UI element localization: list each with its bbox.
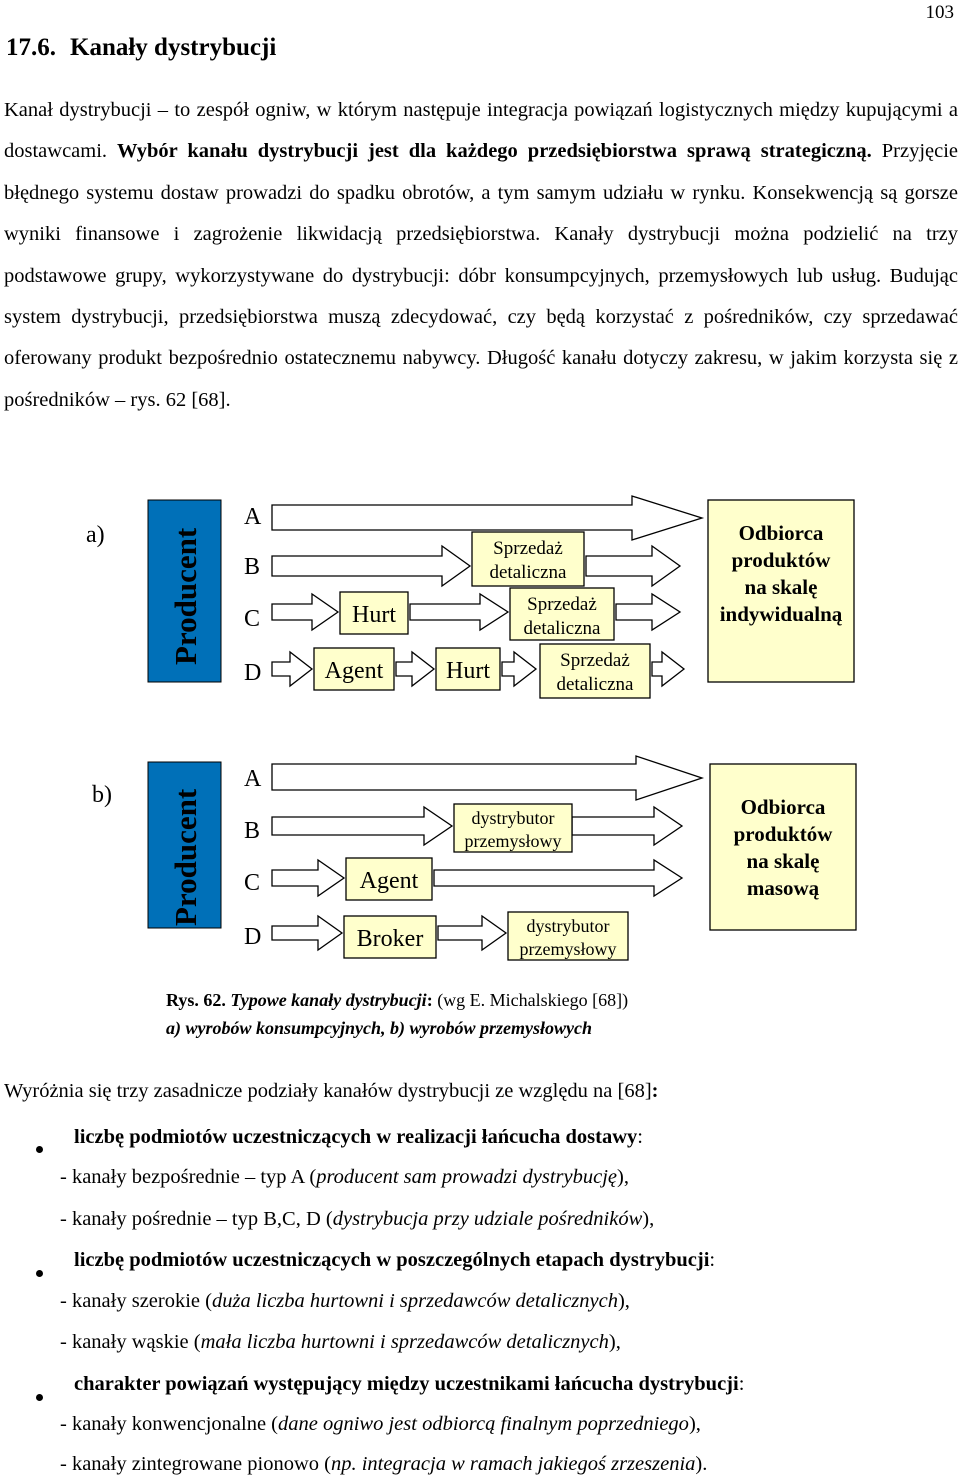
distributor-2-line2: przemysłowy xyxy=(520,939,617,959)
target-a-line3: na skalę xyxy=(745,575,818,599)
row-b-label: B xyxy=(244,554,260,580)
producer-box-a xyxy=(147,499,222,683)
diagram-b-label: b) xyxy=(92,782,112,808)
wholesale-label-a: Hurt xyxy=(352,602,396,628)
retail-box-2 xyxy=(509,587,615,641)
distribution-channels-diagram: .blue{fill:#0070b8;} .rt{font-family:"Li… xyxy=(86,495,857,961)
retail-1-line2: detaliczna xyxy=(489,562,567,583)
target-a-line1: Odbiorca xyxy=(739,521,824,545)
wholesale2-label-a: Hurt xyxy=(446,658,490,684)
retail-box-1 xyxy=(471,531,585,587)
retail-1-line1: Sprzedaż xyxy=(493,538,563,559)
diagram-a-label: a) xyxy=(86,522,105,548)
producer-label-b: Producent xyxy=(168,788,203,926)
body-paragraph: Kanał dystrybucji – to zespół ogniw, w k… xyxy=(4,90,958,421)
distributor-1-line2: przemysłowy xyxy=(465,831,562,851)
caption-title: Typowe kanały dystrybucji xyxy=(230,990,427,1010)
arrow-b-row-b-out xyxy=(571,805,684,847)
producer-label-a: Producent xyxy=(168,527,203,665)
arrow-b-row-d-mid xyxy=(437,914,508,952)
broker-box xyxy=(343,915,437,959)
arrow-a-row-d-in xyxy=(271,650,314,688)
arrow-a-row-d-mid1 xyxy=(395,650,436,688)
list-item: liczbę podmiotów uczestniczących w poszc… xyxy=(74,1249,716,1271)
target-a-line2: produktów xyxy=(732,548,832,572)
caption-line2: a) wyrobów konsumpcyjnych, b) wyrobów pr… xyxy=(166,1018,592,1038)
sentence-2-bold: Wybór kanału dystrybucji jest dla każdeg… xyxy=(117,140,872,163)
figure-caption: Rys. 62. Typowe kanały dystrybucji: (wg … xyxy=(166,986,628,1042)
list-item: - kanały wąskie (mała liczba hurtowni i … xyxy=(60,1331,621,1353)
row-a-label: A xyxy=(244,504,262,530)
caption-colon: : xyxy=(426,990,433,1010)
caption-prefix: Rys. 62. xyxy=(166,990,226,1010)
section-title: Kanały dystrybucji xyxy=(70,34,277,61)
target-b-line2: produktów xyxy=(734,822,834,846)
arrow-a-row-b xyxy=(271,544,472,588)
list-item: - kanały bezpośrednie – typ A (producent… xyxy=(60,1166,629,1188)
row-b-a-label: A xyxy=(244,766,262,792)
target-box-b xyxy=(709,763,857,931)
arrow-a-row-c-out xyxy=(615,592,682,632)
target-b-line1: Odbiorca xyxy=(741,795,826,819)
distributor-box-2 xyxy=(507,911,629,961)
wholesale2-box-a xyxy=(435,647,501,691)
arrow-b-row-d-in xyxy=(271,914,344,952)
retail-3-line1: Sprzedaż xyxy=(560,650,630,671)
distributor-2-line1: dystrybutor xyxy=(527,916,610,936)
list-item: liczbę podmiotów uczestniczących w reali… xyxy=(74,1126,643,1148)
section-heading: 17.6. Kanały dystrybucji xyxy=(6,34,276,62)
row-b-b-label: B xyxy=(244,818,260,844)
distributor-box-1 xyxy=(453,803,573,853)
arrow-b-row-a xyxy=(271,755,705,801)
target-box-a xyxy=(707,499,855,683)
arrow-a-row-b-out xyxy=(585,544,682,588)
sentence-1: Kanał dystrybucji – to zespół ogniw, w k… xyxy=(4,99,958,163)
section-number: 17.6. xyxy=(6,34,56,61)
bullet-1 xyxy=(36,1146,43,1153)
target-a-line4: indywidualną xyxy=(720,602,843,626)
arrow-b-row-c-in xyxy=(271,858,346,898)
producer-box-b xyxy=(147,761,222,929)
arrow-a-row-a xyxy=(271,495,705,541)
arrow-a-row-c-in xyxy=(271,592,340,632)
arrow-a-row-d-out xyxy=(651,650,686,688)
list-item: - kanały szerokie (duża liczba hurtowni … xyxy=(60,1290,630,1312)
arrow-b-row-c-out xyxy=(433,858,684,898)
list-item: charakter powiązań występujący między uc… xyxy=(74,1373,745,1395)
page-number: 103 xyxy=(925,2,955,23)
target-b-line3: na skalę xyxy=(747,849,820,873)
retail-3-line2: detaliczna xyxy=(556,674,634,695)
retail-2-line2: detaliczna xyxy=(523,618,601,639)
list-item: - kanały konwencjonalne (dane ogniwo jes… xyxy=(60,1413,701,1435)
list-item: - kanały zintegrowane pionowo (np. integ… xyxy=(60,1453,708,1475)
agent-label-a: Agent xyxy=(325,658,384,684)
wholesale-box-a xyxy=(339,591,409,635)
arrow-a-row-c-mid xyxy=(409,592,510,632)
agent-box-a xyxy=(313,647,395,691)
caption-source: (wg E. Michalskiego [68]) xyxy=(432,990,629,1010)
bullet-2 xyxy=(36,1270,43,1277)
agent-box-b xyxy=(345,857,433,901)
arrow-a-row-d-mid2 xyxy=(501,650,538,688)
row-b-d-label: D xyxy=(244,924,261,950)
sentence-3: Przyjęcie błędnego systemu dostaw prowad… xyxy=(4,140,959,411)
retail-box-3 xyxy=(539,643,651,699)
row-d-label: D xyxy=(244,660,261,686)
arrow-b-row-b xyxy=(271,805,454,847)
list-item: - kanały pośrednie – typ B,C, D (dystryb… xyxy=(60,1208,655,1230)
row-b-c-label: C xyxy=(244,870,260,896)
retail-2-line1: Sprzedaż xyxy=(527,594,597,615)
broker-label: Broker xyxy=(357,926,424,952)
row-c-label: C xyxy=(244,606,260,632)
target-b-line4: masową xyxy=(747,876,820,900)
distributor-1-line1: dystrybutor xyxy=(472,808,555,828)
agent-label-b: Agent xyxy=(360,868,419,894)
bullet-3 xyxy=(36,1394,43,1401)
list-intro: Wyróżnia się trzy zasadnicze podziały ka… xyxy=(4,1080,659,1102)
